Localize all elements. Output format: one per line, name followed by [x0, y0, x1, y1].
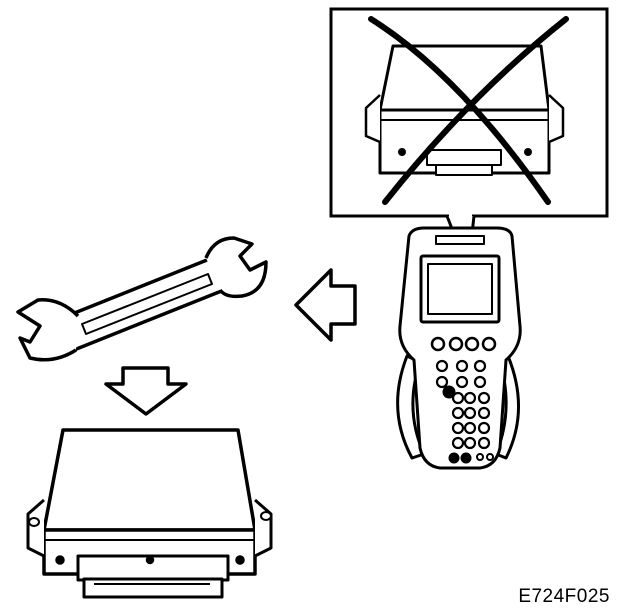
- scan-tool-icon: [396, 226, 522, 470]
- figure-code-label: E724F025: [518, 586, 610, 607]
- arrow-left-icon: [294, 268, 357, 342]
- wrench-icon: [16, 236, 268, 362]
- arrow-down-icon: [104, 366, 188, 416]
- cross-out-icon: [368, 16, 569, 205]
- ecu-module-icon: [26, 428, 273, 599]
- ecu-module-icon: [364, 44, 565, 176]
